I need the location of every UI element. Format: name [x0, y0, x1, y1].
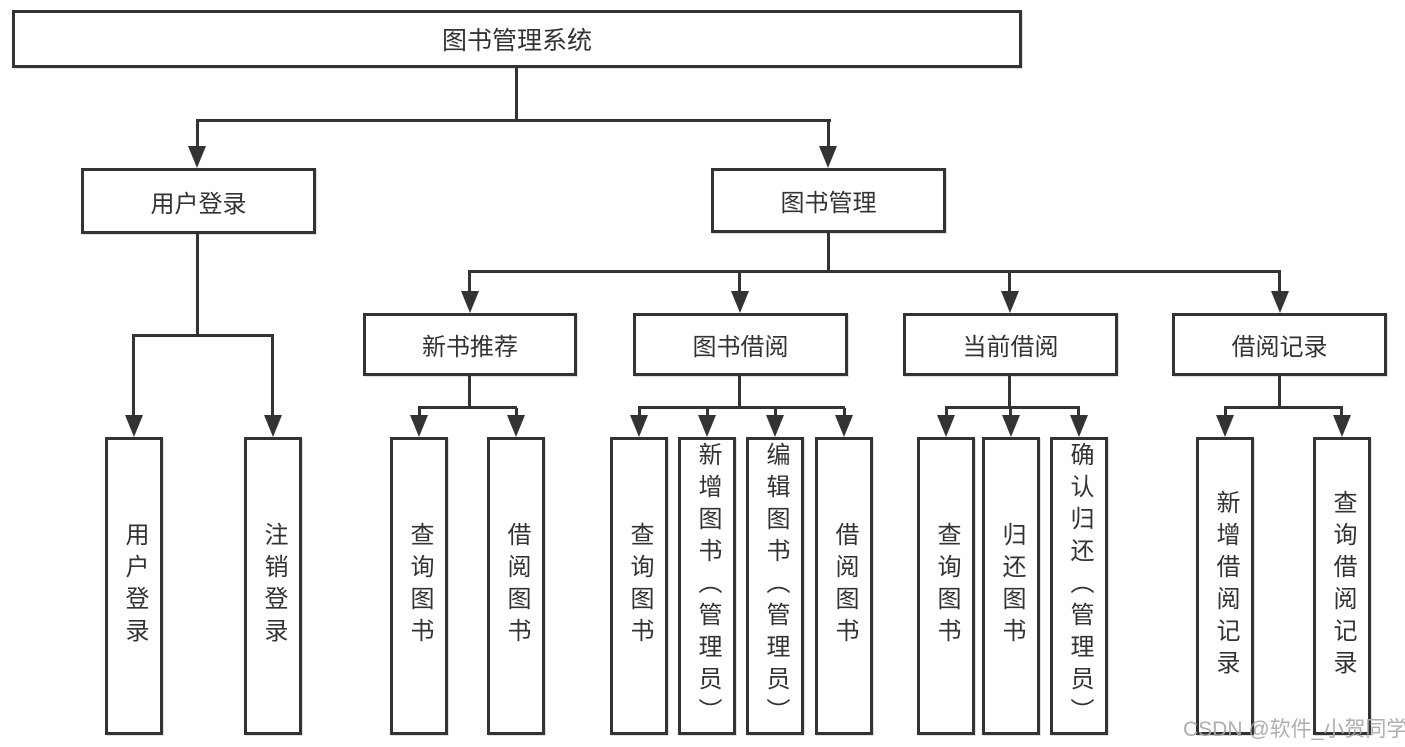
arrowhead	[461, 291, 479, 313]
connector-line	[1077, 408, 1080, 418]
leaf-logout: 注销登录	[244, 437, 302, 735]
connector-line	[827, 233, 830, 272]
leaf-add-borrow-record: 新增借阅记录	[1196, 437, 1254, 735]
node-label: 图书管理	[780, 190, 877, 217]
connector-line	[1009, 408, 1012, 418]
leaf-label: 借阅图书	[503, 522, 530, 650]
leaf-label: 编辑图书（管理员）	[762, 442, 789, 730]
leaf-query-books-recommend: 查询图书	[390, 437, 448, 735]
node-label: 借阅记录	[1231, 334, 1328, 361]
connector-line	[706, 408, 709, 418]
connector-line	[1278, 376, 1281, 408]
connector-line	[132, 334, 274, 337]
connector-line	[196, 234, 199, 335]
arrowhead	[1070, 415, 1088, 437]
node-book-borrowing: 图书借阅	[633, 313, 848, 376]
connector-line	[418, 408, 421, 418]
arrowhead	[1001, 291, 1019, 313]
arrowhead	[1002, 415, 1020, 437]
arrowhead	[698, 415, 716, 437]
watermark: CSDN @软件_小贺同学	[1183, 718, 1405, 741]
node-library-system: 图书管理系统	[12, 10, 1022, 68]
connector-line	[1008, 272, 1011, 293]
leaf-query-borrow-record: 查询借阅记录	[1313, 437, 1371, 735]
connector-line	[738, 272, 741, 293]
leaf-borrow-books: 借阅图书	[815, 437, 873, 735]
connector-line	[1224, 406, 1343, 409]
arrowhead	[937, 415, 955, 437]
arrowhead	[264, 415, 282, 437]
connector-line	[827, 121, 830, 149]
arrowhead	[731, 291, 749, 313]
arrowhead	[835, 415, 853, 437]
connector-line	[1340, 408, 1343, 418]
leaf-label: 查询图书	[406, 522, 433, 650]
leaf-label: 新增图书（管理员）	[694, 442, 721, 730]
arrowhead	[630, 415, 648, 437]
leaf-edit-book-admin: 编辑图书（管理员）	[746, 437, 804, 735]
connector-line	[132, 336, 135, 417]
arrowhead	[819, 146, 837, 168]
leaf-label: 注销登录	[260, 522, 287, 650]
leaf-label: 查询借阅记录	[1329, 490, 1356, 682]
connector-line	[638, 408, 641, 418]
node-label: 新书推荐	[422, 334, 518, 361]
node-current-borrowing: 当前借阅	[903, 313, 1118, 376]
leaf-add-book-admin: 新增图书（管理员）	[678, 437, 736, 735]
arrowhead	[766, 415, 784, 437]
node-user-login: 用户登录	[81, 168, 316, 234]
connector-line	[1008, 376, 1011, 408]
leaf-label: 归还图书	[998, 522, 1025, 650]
connector-line	[515, 408, 518, 418]
leaf-label: 查询图书	[933, 522, 960, 650]
leaf-label: 新增借阅记录	[1212, 490, 1239, 682]
leaf-query-books-current: 查询图书	[917, 437, 975, 735]
arrowhead	[125, 415, 143, 437]
arrowhead	[188, 146, 206, 168]
connector-line	[1278, 272, 1281, 293]
connector-line	[515, 68, 518, 120]
node-label: 图书借阅	[692, 334, 789, 361]
connector-line	[1224, 408, 1227, 418]
connector-line	[468, 376, 471, 408]
connector-line	[196, 121, 199, 149]
leaf-label: 用户登录	[121, 522, 148, 650]
node-borrow-records: 借阅记录	[1172, 313, 1387, 376]
connector-line	[945, 408, 948, 418]
leaf-label: 确认归还（管理员）	[1066, 442, 1093, 730]
connector-line	[843, 408, 846, 418]
leaf-return-book: 归还图书	[982, 437, 1040, 735]
leaf-user-login: 用户登录	[105, 437, 163, 735]
node-label: 当前借阅	[962, 334, 1059, 361]
connector-line	[468, 272, 471, 293]
connector-line	[638, 406, 845, 409]
connector-line	[738, 376, 741, 408]
leaf-label: 借阅图书	[831, 522, 858, 650]
connector-line	[468, 270, 1281, 273]
arrowhead	[507, 415, 525, 437]
node-book-management: 图书管理	[711, 168, 946, 233]
connector-line	[774, 408, 777, 418]
leaf-borrow-books-recommend: 借阅图书	[487, 437, 545, 735]
arrowhead	[1333, 415, 1351, 437]
arrowhead	[1216, 415, 1234, 437]
node-label: 图书管理系统	[441, 27, 592, 55]
leaf-confirm-return-admin: 确认归还（管理员）	[1050, 437, 1108, 735]
arrowhead	[410, 415, 428, 437]
connector-line	[196, 119, 831, 122]
node-new-book-recommend: 新书推荐	[363, 313, 577, 376]
connector-line	[418, 406, 517, 409]
arrowhead	[1271, 291, 1289, 313]
connector-line	[945, 406, 1080, 409]
connector-line	[271, 336, 274, 417]
leaf-query-books-borrow: 查询图书	[610, 437, 668, 735]
leaf-label: 查询图书	[626, 522, 653, 650]
node-label: 用户登录	[150, 190, 247, 218]
